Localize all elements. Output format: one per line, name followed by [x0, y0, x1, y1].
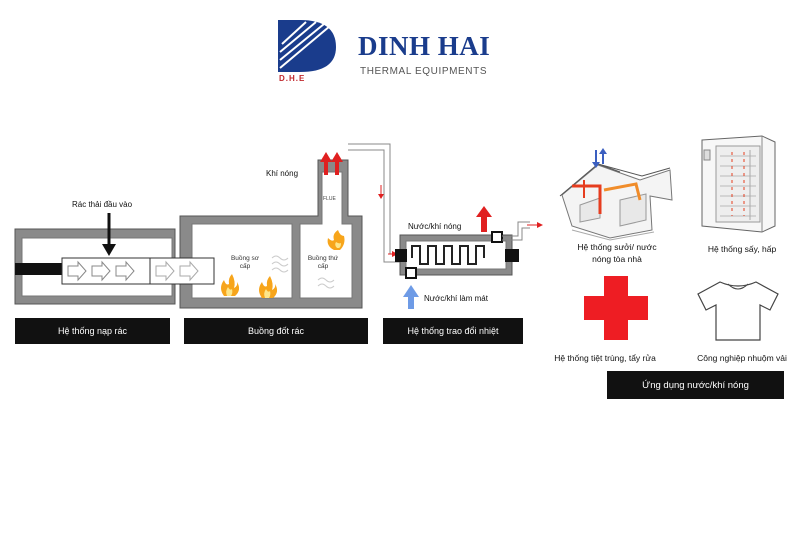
- combustion-chamber-label: Buồng đốt rác: [184, 318, 368, 344]
- heat-exchange-label: Hệ thống trao đổi nhiệt: [383, 318, 523, 344]
- inlet-label: Rác thải đầu vào: [72, 200, 133, 209]
- hot-water-label: Nước/khí nóng: [408, 222, 462, 231]
- brand-subtitle: THERMAL EQUIPMENTS: [360, 66, 488, 77]
- flame-icon: [221, 274, 240, 296]
- house-heating-icon: [559, 148, 673, 241]
- flame-icon: [327, 230, 345, 250]
- feeding-system-shape: [14, 213, 176, 305]
- cooling-water-label: Nước/khí làm mát: [424, 294, 488, 303]
- cooling-water-arrow-icon: [403, 285, 419, 309]
- t-shirt-icon: [697, 281, 779, 341]
- red-cross-icon: [584, 276, 648, 340]
- flue-label: FLUE: [323, 196, 336, 202]
- dhe-logo-icon: [278, 20, 336, 72]
- hot-water-arrow-icon: [476, 206, 492, 232]
- logo-letters: D.H.E: [279, 74, 306, 83]
- hot-gas-label: Khí nóng: [266, 169, 299, 178]
- hot-gas-arrow-icon: [320, 152, 343, 175]
- dyeing-caption: Công nghiệp nhuộm vải: [697, 353, 787, 363]
- combustion-chamber-shape: [149, 159, 363, 309]
- flame-icon: [259, 276, 278, 298]
- drying-cabinet-icon: [701, 135, 776, 233]
- secondary-chamber-label: Buồng thứ cấp: [307, 255, 339, 270]
- sterilization-caption: Hệ thống tiệt trùng, tẩy rửa: [554, 353, 656, 363]
- applications-title: Ứng dụng nước/khí nóng: [607, 371, 784, 399]
- drying-caption: Hệ thống sấy, hấp: [707, 244, 777, 254]
- heating-caption: Hệ thống sưởi/ nước nóng tòa nhà: [577, 242, 657, 264]
- heat-exchanger-shape: [395, 221, 543, 279]
- feeding-system-label: Hệ thống nạp rác: [15, 318, 170, 344]
- primary-chamber-label: Buồng sơ cấp: [230, 255, 260, 270]
- brand-name: DINH HAI: [358, 31, 491, 61]
